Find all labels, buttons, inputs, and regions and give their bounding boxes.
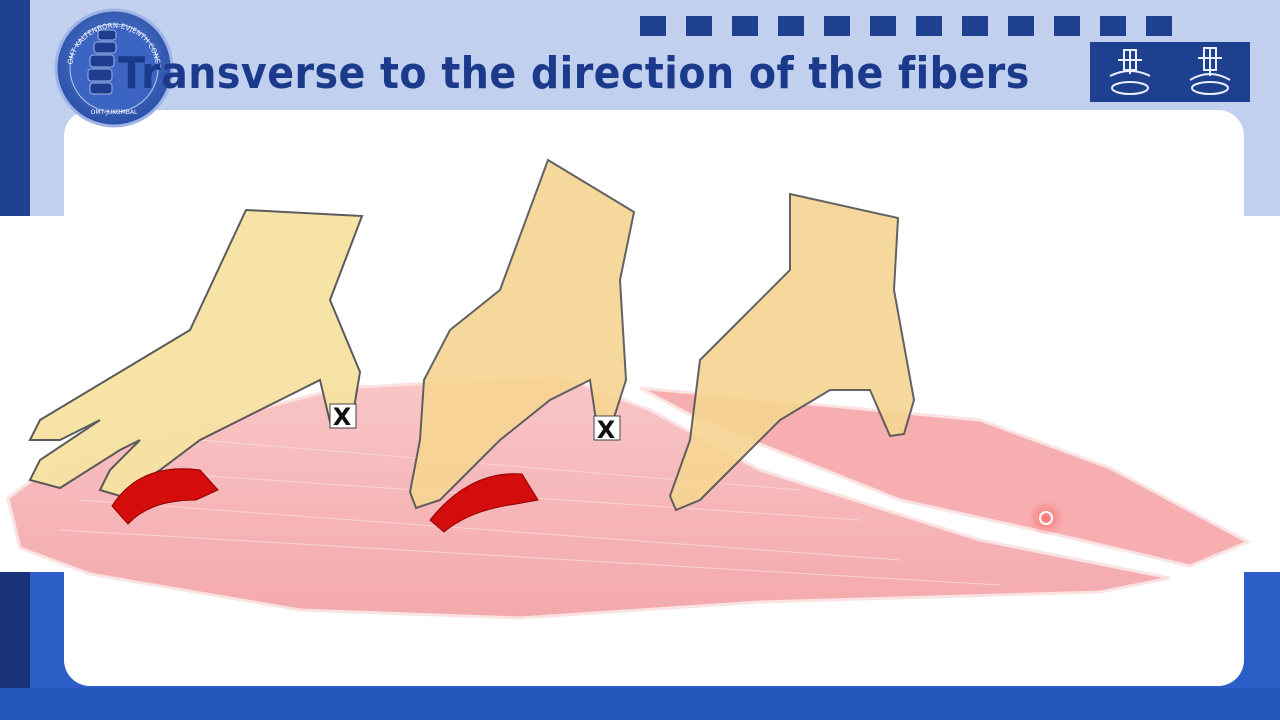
page-title: Transverse to the direction of the fiber… xyxy=(118,48,1030,99)
target-point xyxy=(1028,500,1064,536)
marker-x-1: X xyxy=(333,403,352,431)
progress-square xyxy=(1146,16,1172,36)
pressure-grip-icon[interactable] xyxy=(1180,44,1240,100)
progress-square xyxy=(732,16,758,36)
progress-square xyxy=(870,16,896,36)
progress-square xyxy=(916,16,942,36)
progress-square xyxy=(1100,16,1126,36)
progress-square xyxy=(778,16,804,36)
progress-square xyxy=(686,16,712,36)
spine-icon xyxy=(87,29,117,95)
rotation-arrow-1 xyxy=(111,468,219,525)
left-accent-top xyxy=(0,0,30,216)
footer-strip xyxy=(0,688,1280,720)
progress-square xyxy=(1008,16,1034,36)
muscle-belly-front xyxy=(6,374,1171,620)
marker-x-2: X xyxy=(597,416,616,444)
progress-square xyxy=(1054,16,1080,36)
mode-icon-box xyxy=(1090,42,1250,102)
hand-3 xyxy=(668,192,916,512)
progress-square xyxy=(640,16,666,36)
muscle-belly-back xyxy=(639,386,1252,568)
progress-squares xyxy=(640,16,1172,36)
logo: OMT KALTENBORN-EVJENTH CONCEPT OMT-JUKOM… xyxy=(54,8,174,128)
progress-square xyxy=(824,16,850,36)
progress-square xyxy=(962,16,988,36)
logo-text-bottom: OMT-JUKOMBAL xyxy=(91,109,138,116)
hand-2 xyxy=(408,158,636,510)
pressure-grip-icon[interactable] xyxy=(1100,44,1160,100)
rotation-arrow-2 xyxy=(429,473,539,533)
